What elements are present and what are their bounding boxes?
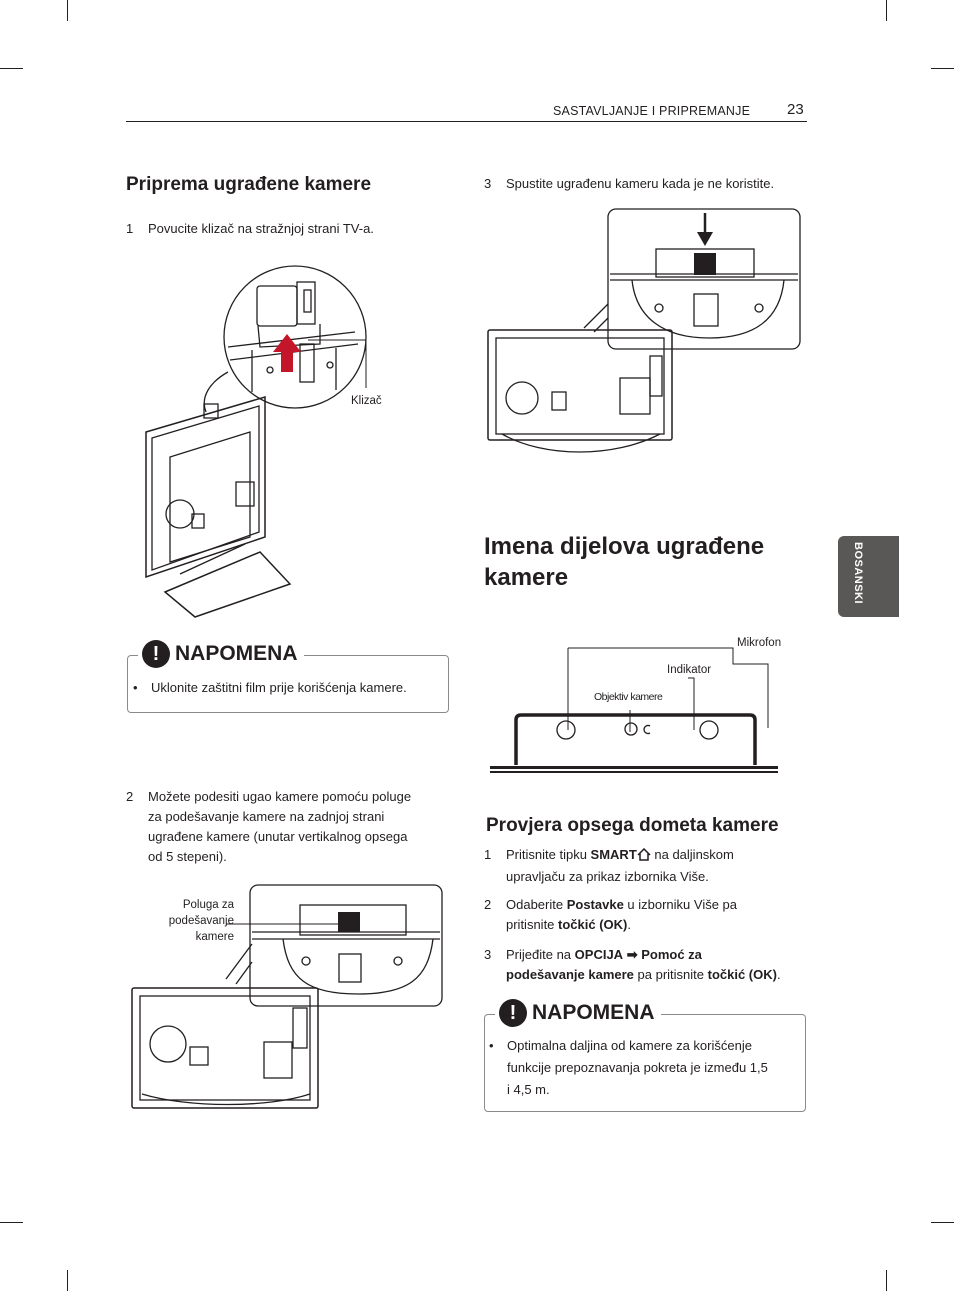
slider-label: Klizač xyxy=(351,395,382,407)
header-rule xyxy=(126,121,807,122)
language-tab: BOSANSKI xyxy=(838,536,899,617)
crop-mark xyxy=(931,68,954,69)
section-title: Priprema ugrađene kamere xyxy=(126,174,372,195)
crop-mark xyxy=(67,0,68,21)
camera-parts-diagram xyxy=(490,647,778,773)
home-icon xyxy=(637,847,651,867)
page-number: 23 xyxy=(787,101,804,118)
section-title-parts: Imena dijelova ugrađene kamere xyxy=(484,533,765,591)
crop-mark xyxy=(931,1222,954,1223)
tv-slider-illustration xyxy=(145,265,367,618)
crop-mark xyxy=(0,1222,23,1223)
exclamation-icon: ! xyxy=(499,999,527,1027)
arrow-right-icon: ➡ xyxy=(626,947,638,962)
exclamation-icon: ! xyxy=(142,640,170,668)
note-heading: ! NAPOMENA xyxy=(138,640,304,668)
note-text: Uklonite zaštitni film prije korišćenja … xyxy=(151,680,407,695)
running-header: SASTAVLJANJE I PRIPREMANJE xyxy=(553,104,751,118)
step-1: 1 Povucite klizač na stražnjoj strani TV… xyxy=(126,221,374,236)
range-step-2: 2 Odaberite Postavke u izborniku Više pa… xyxy=(484,897,738,932)
tv-camera-lowered-illustration xyxy=(487,208,801,453)
crop-mark xyxy=(0,68,23,69)
subsection-title: Provjera opsega dometa kamere xyxy=(486,815,779,836)
tv-lever-illustration xyxy=(131,884,443,1109)
crop-mark xyxy=(67,1270,68,1291)
step-2: 2 Možete podesiti ugao kamere pomoću pol… xyxy=(126,789,412,864)
crop-mark xyxy=(886,1270,887,1291)
range-step-1: 1 Pritisnite tipku SMART na daljinskom u… xyxy=(484,847,734,884)
range-step-3: 3 Prijeđite na OPCIJA ➡ Pomoć za podešav… xyxy=(484,947,781,982)
microphone-label: Mikrofon xyxy=(737,637,782,649)
lever-label: Poluga za podešavanje kamere xyxy=(168,899,234,943)
note-bullet: • xyxy=(133,680,138,695)
note-bullet: • xyxy=(489,1038,494,1053)
note-text: Optimalna daljina od kamere za korišćenj… xyxy=(507,1038,768,1097)
step-3: 3 Spustite ugrađenu kameru kada je ne ko… xyxy=(484,176,775,191)
camera-lens-label: Objektiv kamere xyxy=(594,691,663,703)
crop-mark xyxy=(886,0,887,21)
indicator-label: Indikator xyxy=(667,664,712,676)
note-heading: ! NAPOMENA xyxy=(495,999,661,1027)
